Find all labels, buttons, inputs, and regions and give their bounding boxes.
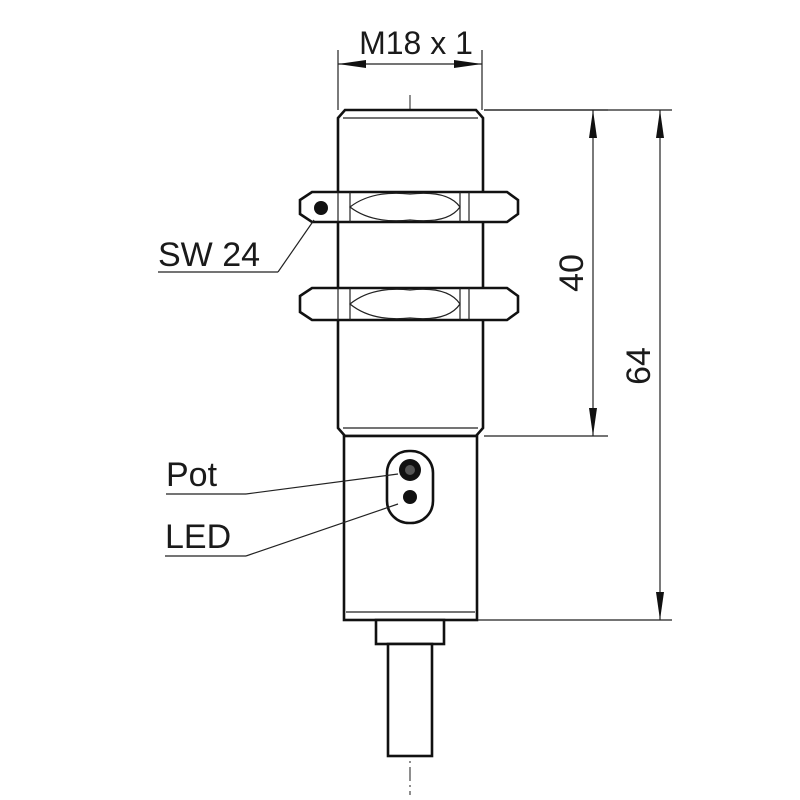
dimension-64: 64 — [478, 109, 672, 621]
led-callout: LED — [165, 503, 399, 557]
arrow-up-icon — [656, 110, 664, 138]
arrow-right-icon — [454, 60, 482, 68]
pot-label: Pot — [166, 456, 218, 494]
wrench-size-callout: SW 24 — [158, 219, 315, 274]
arrow-left-icon — [338, 60, 366, 68]
dimension-40-label: 40 — [553, 254, 591, 292]
cable-connector — [374, 618, 446, 758]
indicator-window — [385, 449, 435, 525]
wrench-size-label: SW 24 — [158, 236, 260, 274]
pot-callout: Pot — [166, 456, 399, 495]
led-icon — [403, 490, 417, 504]
arrow-up-icon — [589, 110, 597, 138]
nut-upper — [298, 190, 520, 224]
thread-dimension: M18 x 1 — [337, 25, 483, 110]
dimension-64-label: 64 — [620, 347, 658, 385]
dimension-40: 40 — [484, 109, 608, 437]
arrow-down-icon — [656, 592, 664, 620]
nut-lower — [298, 286, 520, 322]
nut-marker-icon — [314, 201, 328, 215]
arrow-down-icon — [589, 408, 597, 436]
led-label: LED — [165, 518, 231, 556]
threaded-body — [336, 108, 485, 438]
thread-label: M18 x 1 — [359, 25, 473, 61]
